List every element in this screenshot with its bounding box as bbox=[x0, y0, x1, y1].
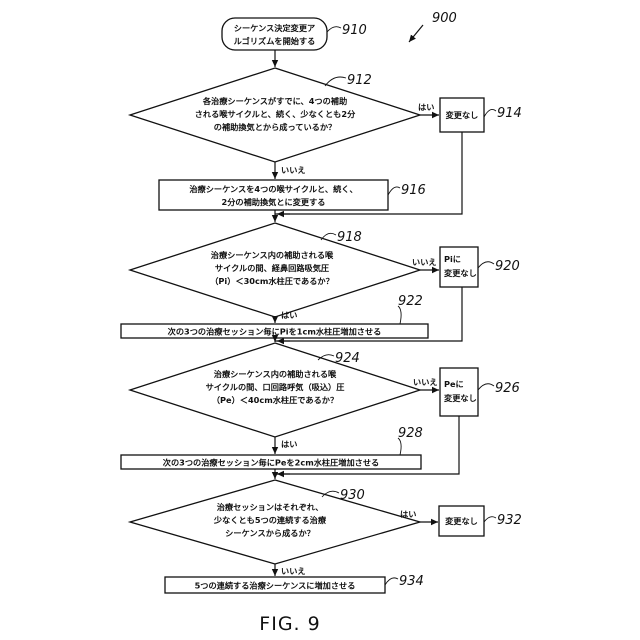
svg-text:912: 912 bbox=[347, 73, 372, 88]
node-start-910: シーケンス決定変更ア ルゴリズムを開始する bbox=[222, 18, 327, 50]
svg-text:変更なし: 変更なし bbox=[444, 393, 477, 403]
svg-text:はい: はい bbox=[418, 102, 434, 112]
svg-text:次の3つの治療セッション毎にPiを1cm水柱圧増加させる: 次の3つの治療セッション毎にPiを1cm水柱圧増加させる bbox=[168, 327, 382, 337]
process-box-926: Peに 変更なし bbox=[440, 368, 478, 416]
svg-text:次の3つの治療セッション毎にPeを2cm水柱圧増加させる: 次の3つの治療セッション毎にPeを2cm水柱圧増加させる bbox=[163, 458, 379, 468]
edge-912-no-916: いいえ bbox=[275, 162, 306, 179]
ref-926: 926 bbox=[478, 381, 520, 396]
svg-text:930: 930 bbox=[340, 488, 365, 503]
svg-text:変更なし: 変更なし bbox=[445, 516, 478, 526]
decision-930: 治療セッションはそれぞれ、 少なくとも5つの連続する治療 シーケンスから成るか？ bbox=[130, 480, 420, 564]
svg-text:いいえ: いいえ bbox=[281, 165, 306, 175]
svg-text:ルゴリズムを開始する: ルゴリズムを開始する bbox=[234, 36, 316, 46]
svg-text:いいえ: いいえ bbox=[412, 257, 437, 267]
svg-text:少なくとも5つの連続する治療: 少なくとも5つの連続する治療 bbox=[213, 515, 327, 525]
svg-text:（Pi）＜30cm水柱圧であるか？: （Pi）＜30cm水柱圧であるか？ bbox=[210, 276, 334, 286]
edge-930-no-934: いいえ bbox=[275, 564, 306, 576]
ref-914: 914 bbox=[484, 106, 522, 121]
edge-924-no-926: いいえ bbox=[413, 377, 439, 390]
svg-text:916: 916 bbox=[401, 183, 426, 198]
svg-text:900: 900 bbox=[432, 11, 457, 26]
svg-text:サイクルの間、口回路呼気（吸込）圧: サイクルの間、口回路呼気（吸込）圧 bbox=[206, 382, 345, 392]
ref-934: 934 bbox=[385, 574, 424, 589]
svg-text:いいえ: いいえ bbox=[413, 377, 438, 387]
svg-text:（Pe）＜40cm水柱圧であるか？: （Pe）＜40cm水柱圧であるか？ bbox=[212, 395, 338, 405]
svg-text:はい: はい bbox=[400, 509, 416, 519]
svg-text:928: 928 bbox=[398, 426, 423, 441]
svg-text:Piに: Piに bbox=[444, 254, 461, 264]
ref-912: 912 bbox=[325, 73, 372, 88]
svg-text:932: 932 bbox=[497, 513, 522, 528]
svg-text:シーケンス決定変更ア: シーケンス決定変更ア bbox=[234, 23, 315, 33]
svg-text:いいえ: いいえ bbox=[281, 566, 306, 576]
svg-text:914: 914 bbox=[497, 106, 522, 121]
edge-912-yes-914: はい bbox=[418, 102, 439, 115]
process-box-932: 変更なし bbox=[439, 506, 484, 536]
svg-text:サイクルの間、経鼻回路吸気圧: サイクルの間、経鼻回路吸気圧 bbox=[215, 263, 329, 273]
process-box-922: 次の3つの治療セッション毎にPiを1cm水柱圧増加させる bbox=[121, 324, 428, 338]
svg-text:926: 926 bbox=[495, 381, 520, 396]
svg-text:される喉サイクルと、続く、少なくとも2分: される喉サイクルと、続く、少なくとも2分 bbox=[195, 109, 356, 119]
ref-932: 932 bbox=[484, 513, 522, 528]
svg-text:910: 910 bbox=[342, 23, 367, 38]
svg-text:918: 918 bbox=[337, 230, 362, 245]
svg-text:Peに: Peに bbox=[444, 379, 464, 389]
ref-916: 916 bbox=[388, 183, 426, 198]
decision-924: 治療シーケンス内の補助される喉 サイクルの間、口回路呼気（吸込）圧 （Pe）＜4… bbox=[130, 343, 420, 437]
svg-text:の補助換気とから成っているか？: の補助換気とから成っているか？ bbox=[214, 122, 336, 132]
svg-text:治療シーケンスを4つの喉サイクルと、続く、: 治療シーケンスを4つの喉サイクルと、続く、 bbox=[189, 184, 357, 194]
process-box-916: 治療シーケンスを4つの喉サイクルと、続く、 2分の補助換気とに変更する bbox=[159, 180, 388, 210]
ref-910: 910 bbox=[327, 23, 367, 38]
svg-text:治療シーケンス内の補助される喉: 治療シーケンス内の補助される喉 bbox=[214, 369, 337, 379]
svg-text:はい: はい bbox=[281, 439, 297, 449]
svg-text:シーケンスから成るか？: シーケンスから成るか？ bbox=[225, 528, 315, 538]
svg-text:2分の補助換気とに変更する: 2分の補助換気とに変更する bbox=[222, 197, 326, 207]
decision-912: 各治療シーケンスがすでに、4つの補助 される喉サイクルと、続く、少なくとも2分 … bbox=[130, 68, 420, 162]
ref-928: 928 bbox=[398, 426, 423, 455]
svg-text:934: 934 bbox=[399, 574, 424, 589]
process-box-914: 変更なし bbox=[440, 98, 484, 132]
svg-text:変更なし: 変更なし bbox=[444, 268, 477, 278]
svg-text:治療シーケンス内の補助される喉: 治療シーケンス内の補助される喉 bbox=[211, 250, 334, 260]
ref-920: 920 bbox=[478, 259, 520, 274]
figure-ref-900: 900 bbox=[409, 11, 457, 42]
decision-918: 治療シーケンス内の補助される喉 サイクルの間、経鼻回路吸気圧 （Pi）＜30cm… bbox=[130, 223, 420, 317]
edge-924-yes-928: はい bbox=[275, 437, 297, 454]
svg-text:920: 920 bbox=[495, 259, 520, 274]
ref-922: 922 bbox=[398, 294, 423, 324]
figure-label: FIG. 9 bbox=[259, 613, 320, 635]
svg-text:924: 924 bbox=[335, 351, 360, 366]
svg-text:変更なし: 変更なし bbox=[446, 110, 479, 120]
process-box-920: Piに 変更なし bbox=[440, 247, 478, 287]
svg-text:治療セッションはそれぞれ、: 治療セッションはそれぞれ、 bbox=[217, 502, 324, 512]
process-box-928: 次の3つの治療セッション毎にPeを2cm水柱圧増加させる bbox=[121, 455, 421, 469]
svg-text:はい: はい bbox=[281, 310, 297, 320]
svg-text:922: 922 bbox=[398, 294, 423, 309]
svg-text:5つの連続する治療シーケンスに増加させる: 5つの連続する治療シーケンスに増加させる bbox=[195, 581, 356, 591]
svg-text:各治療シーケンスがすでに、4つの補助: 各治療シーケンスがすでに、4つの補助 bbox=[202, 96, 347, 106]
process-box-934: 5つの連続する治療シーケンスに増加させる bbox=[165, 577, 385, 593]
